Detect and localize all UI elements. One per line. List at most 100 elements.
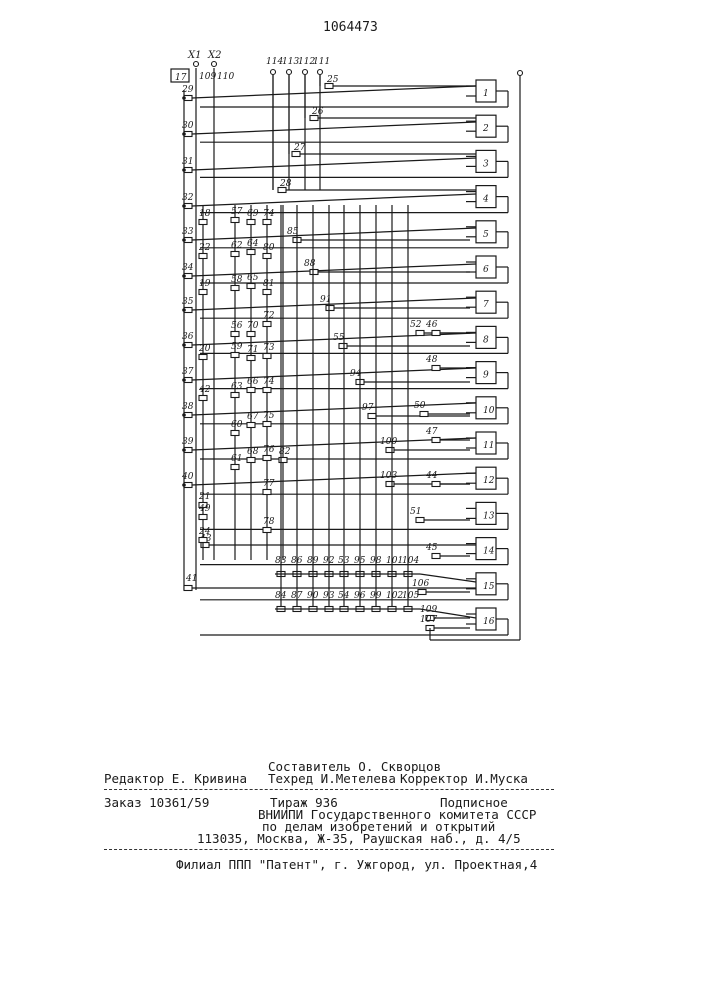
order-line: Заказ 10361/59 bbox=[104, 795, 209, 810]
grid-element-label: 80 bbox=[263, 243, 275, 253]
element-box bbox=[231, 465, 239, 470]
element-box bbox=[432, 438, 440, 443]
bottom-row2-label: 102 bbox=[386, 591, 403, 601]
element-box bbox=[231, 218, 239, 223]
element-box bbox=[263, 456, 271, 461]
feed-label: 25 bbox=[326, 75, 339, 85]
element-box bbox=[247, 388, 255, 393]
block-number-label: 7 bbox=[483, 300, 489, 310]
element-box bbox=[418, 590, 426, 595]
mid-element-label: 106 bbox=[412, 579, 429, 589]
grid-element-label: 69 bbox=[247, 209, 259, 219]
grid-element-label: 56 bbox=[231, 321, 243, 331]
mid-element-label: 107 bbox=[420, 615, 437, 625]
element-box bbox=[247, 250, 255, 255]
branch-line: Филиал ППП "Патент", г. Ужгород, ул. Про… bbox=[176, 857, 537, 872]
junction-dot bbox=[182, 378, 186, 382]
bottom-row2-label: 93 bbox=[323, 591, 335, 601]
left-element-label: 35 bbox=[182, 297, 194, 307]
mid-element-label: 46 bbox=[425, 320, 438, 330]
element-box bbox=[184, 586, 192, 591]
element-box bbox=[432, 554, 440, 559]
element-box bbox=[199, 538, 207, 543]
bottom-row2-label: 96 bbox=[354, 591, 366, 601]
junction-dot bbox=[182, 96, 186, 100]
grid-element-label: 62 bbox=[231, 241, 243, 251]
divider bbox=[104, 789, 554, 790]
block-number-label: 2 bbox=[482, 124, 489, 134]
junction-dot bbox=[182, 204, 186, 208]
element-box bbox=[263, 528, 271, 533]
left-element-label: 33 bbox=[182, 227, 194, 237]
element-box bbox=[339, 344, 347, 349]
input-x1-label: X1 bbox=[187, 50, 201, 61]
left-element-label: 41 bbox=[185, 574, 197, 584]
address-line: 113035, Москва, Ж-35, Раушская наб., д. … bbox=[197, 831, 521, 846]
element-box bbox=[247, 356, 255, 361]
mid-element-label: 48 bbox=[425, 355, 438, 365]
bottom-row2-label: 87 bbox=[291, 591, 303, 601]
grid-element-label: 66 bbox=[247, 377, 259, 387]
block-number-label: 8 bbox=[483, 335, 489, 345]
left-element-label: 38 bbox=[182, 402, 194, 412]
left-element-label: 30 bbox=[182, 121, 194, 131]
divider bbox=[104, 849, 554, 850]
bottom-row2-label: 105 bbox=[402, 591, 419, 601]
element-box bbox=[263, 290, 271, 295]
terminal bbox=[287, 70, 292, 75]
grid-element-label: 60 bbox=[231, 420, 243, 430]
element-box bbox=[231, 252, 239, 257]
grid-element-label: 64 bbox=[247, 239, 259, 249]
grid-element-label: 21 bbox=[198, 492, 210, 502]
element-box bbox=[326, 306, 334, 311]
element-box bbox=[231, 286, 239, 291]
block-17-label: 17 bbox=[175, 73, 187, 83]
element-box bbox=[416, 331, 424, 336]
mid-element-label: 51 bbox=[410, 507, 421, 517]
top-input-label: 113 bbox=[282, 57, 299, 67]
grid-element-label: 70 bbox=[247, 321, 259, 331]
mid-element-label: 97 bbox=[362, 403, 374, 413]
junction-dot bbox=[182, 132, 186, 136]
terminal bbox=[212, 62, 217, 67]
element-box bbox=[231, 393, 239, 398]
block-number-label: 13 bbox=[483, 511, 495, 521]
element-box bbox=[247, 284, 255, 289]
block-number-label: 10 bbox=[483, 406, 495, 416]
junction-dot bbox=[182, 308, 186, 312]
left-element-label: 31 bbox=[182, 157, 193, 167]
grid-element-label: 58 bbox=[231, 275, 243, 285]
feed-label: 26 bbox=[311, 107, 324, 117]
element-box bbox=[416, 518, 424, 523]
grid-element-label: 75 bbox=[263, 411, 275, 421]
grid-element-label: 71 bbox=[247, 345, 258, 355]
element-box bbox=[263, 490, 271, 495]
element-box bbox=[199, 396, 207, 401]
bottom-row1-label: 104 bbox=[402, 556, 419, 566]
circuit-schematic: X1X2109110171141131121112526272812345678… bbox=[0, 0, 707, 740]
top-input-label: 114 bbox=[266, 57, 283, 67]
element-box bbox=[432, 482, 440, 487]
wire bbox=[192, 122, 476, 134]
grid-element-label: 49 bbox=[198, 504, 211, 514]
element-box bbox=[263, 254, 271, 259]
element-box bbox=[231, 431, 239, 436]
mid-element-label: 100 bbox=[380, 437, 397, 447]
left-element-label: 37 bbox=[182, 367, 194, 377]
grid-element-label: 74 bbox=[263, 377, 275, 387]
mid-element-label: 55 bbox=[333, 333, 345, 343]
grid-element-label: 42 bbox=[198, 385, 211, 395]
junction-dot bbox=[182, 448, 186, 452]
element-box bbox=[231, 332, 239, 337]
block-number-label: 15 bbox=[483, 582, 495, 592]
terminal bbox=[194, 62, 199, 67]
element-box bbox=[263, 354, 271, 359]
element-box bbox=[386, 448, 394, 453]
grid-element-label: 59 bbox=[231, 342, 243, 352]
element-box bbox=[279, 458, 287, 463]
editor-line: Редактор Е. Кривина bbox=[104, 771, 247, 786]
wire bbox=[192, 194, 476, 206]
grid-element-label: 19 bbox=[199, 279, 211, 289]
wire bbox=[192, 158, 476, 170]
mid-element-label: 50 bbox=[414, 401, 426, 411]
